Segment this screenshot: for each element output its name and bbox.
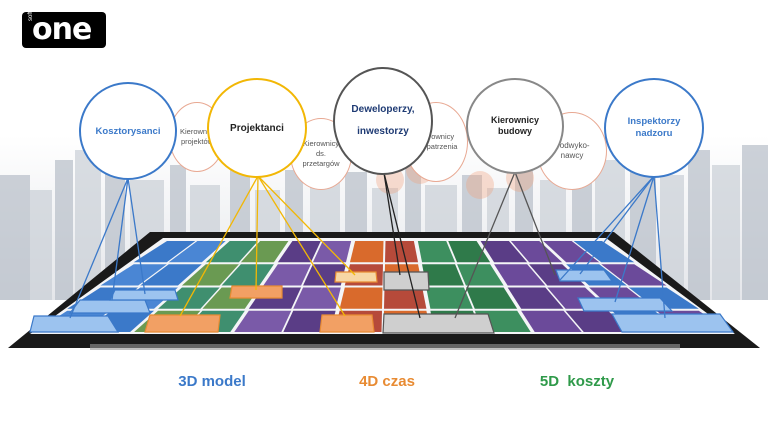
highlighted-tile	[555, 269, 614, 282]
dashboard-tile	[205, 241, 259, 263]
connector-line	[257, 175, 346, 317]
building	[0, 175, 30, 300]
circle-deweloperzy: Deweloperzy, inwestorzy	[333, 67, 433, 175]
logo-big-text: one	[32, 12, 92, 47]
circle-kosztorysanci: Kosztorysanci	[79, 82, 177, 180]
dashboard-tile	[234, 310, 292, 332]
dashboard-tile	[158, 287, 220, 309]
dashboard-tile	[349, 241, 384, 263]
highlighted-tile	[383, 271, 430, 291]
connector-line	[653, 175, 666, 319]
dashboard-tile	[263, 264, 311, 286]
connector-line	[127, 177, 146, 295]
dashboard-tile	[293, 287, 341, 309]
connector-line	[383, 172, 401, 276]
connector-line	[255, 175, 259, 291]
dashboard-tile	[507, 287, 564, 309]
dashboard-tile	[565, 310, 631, 332]
dashboard-tile	[168, 241, 226, 263]
dashboard-tile	[465, 287, 518, 309]
label-deweloperzy: Deweloperzy, inwestorzy	[351, 104, 415, 137]
dashboard-tile	[339, 287, 383, 309]
label-kierownicy-projektow: Kierownicy projektów	[180, 127, 217, 146]
dashboard-tile	[417, 241, 456, 263]
label-podwykonawcy: Podwyko-nawcy	[554, 141, 590, 160]
label-kosztorysanci: Kosztorysanci	[95, 125, 161, 137]
label-kierownicy-zaopatrzenia: Kierownicy zaopatrzenia	[414, 132, 458, 151]
dashboard-tile	[277, 241, 321, 263]
dashboard-tile	[140, 264, 202, 286]
connector-line	[69, 177, 129, 319]
dashboard-tile	[480, 241, 528, 263]
caption-5d-koszty: 5D koszty	[539, 373, 615, 390]
label-inspektorzy: Inspektorzy nadzoru	[627, 116, 681, 139]
dashboard-tile	[510, 241, 563, 263]
dashboard-tile	[133, 241, 196, 263]
dashboard-tile	[457, 264, 504, 286]
dashboard-tile	[601, 264, 667, 286]
highlighted-tile	[577, 297, 674, 312]
caption-3d-model: 3D model	[178, 373, 246, 390]
circle-inspektorzy: Inspektorzy nadzoru	[604, 78, 704, 178]
label-kierownicy-budowy: Kierownicy budowy	[490, 115, 539, 136]
label-kierownicy-przetargow: Kierownicy ds. przetargów	[302, 139, 340, 168]
dashboard-tile	[543, 241, 600, 263]
connector-line	[559, 175, 655, 281]
label-projektanci: Projektanci	[230, 122, 284, 134]
highlighted-tile	[334, 271, 378, 283]
highlighted-tile	[109, 289, 179, 301]
dashboard-tile	[181, 264, 239, 286]
circle-projektanci: Projektanci	[207, 78, 307, 178]
softwareone-logo: software one	[22, 0, 106, 48]
tablet-shadow	[90, 344, 680, 350]
highlighted-tile	[319, 314, 375, 333]
building	[55, 160, 73, 300]
building	[30, 190, 52, 300]
dashboard-tile	[221, 264, 274, 286]
connector-line	[579, 175, 655, 275]
cloud-puff	[466, 171, 494, 199]
caption-4d-czas: 4D czas	[359, 373, 415, 390]
highlighted-tile	[382, 313, 495, 334]
highlighted-tile	[29, 315, 120, 333]
building	[742, 145, 768, 300]
dashboard-tile	[573, 241, 635, 263]
dashboard-tile	[100, 264, 167, 286]
building	[712, 165, 740, 300]
dashboard-tile	[384, 287, 427, 309]
highlighted-tile	[229, 285, 283, 299]
dashboard-tile	[422, 264, 464, 286]
highlighted-tile	[144, 314, 221, 333]
connector-line	[257, 175, 356, 276]
bottom-band	[0, 368, 768, 432]
dashboard-tile	[494, 264, 546, 286]
highlighted-tile	[68, 299, 151, 314]
connector-line	[111, 177, 129, 301]
dashboard-tile	[240, 241, 289, 263]
building	[688, 150, 710, 300]
dashboard-tile	[521, 310, 582, 332]
connector-line	[614, 175, 655, 303]
highlighted-tile	[610, 313, 735, 333]
connector-line	[514, 171, 556, 276]
connector-line	[454, 171, 516, 319]
dashboard-tile	[385, 241, 419, 263]
circle-kierownicy-budowy: Kierownicy budowy	[466, 78, 564, 174]
connector-line	[383, 172, 421, 319]
connector-line	[179, 175, 259, 317]
